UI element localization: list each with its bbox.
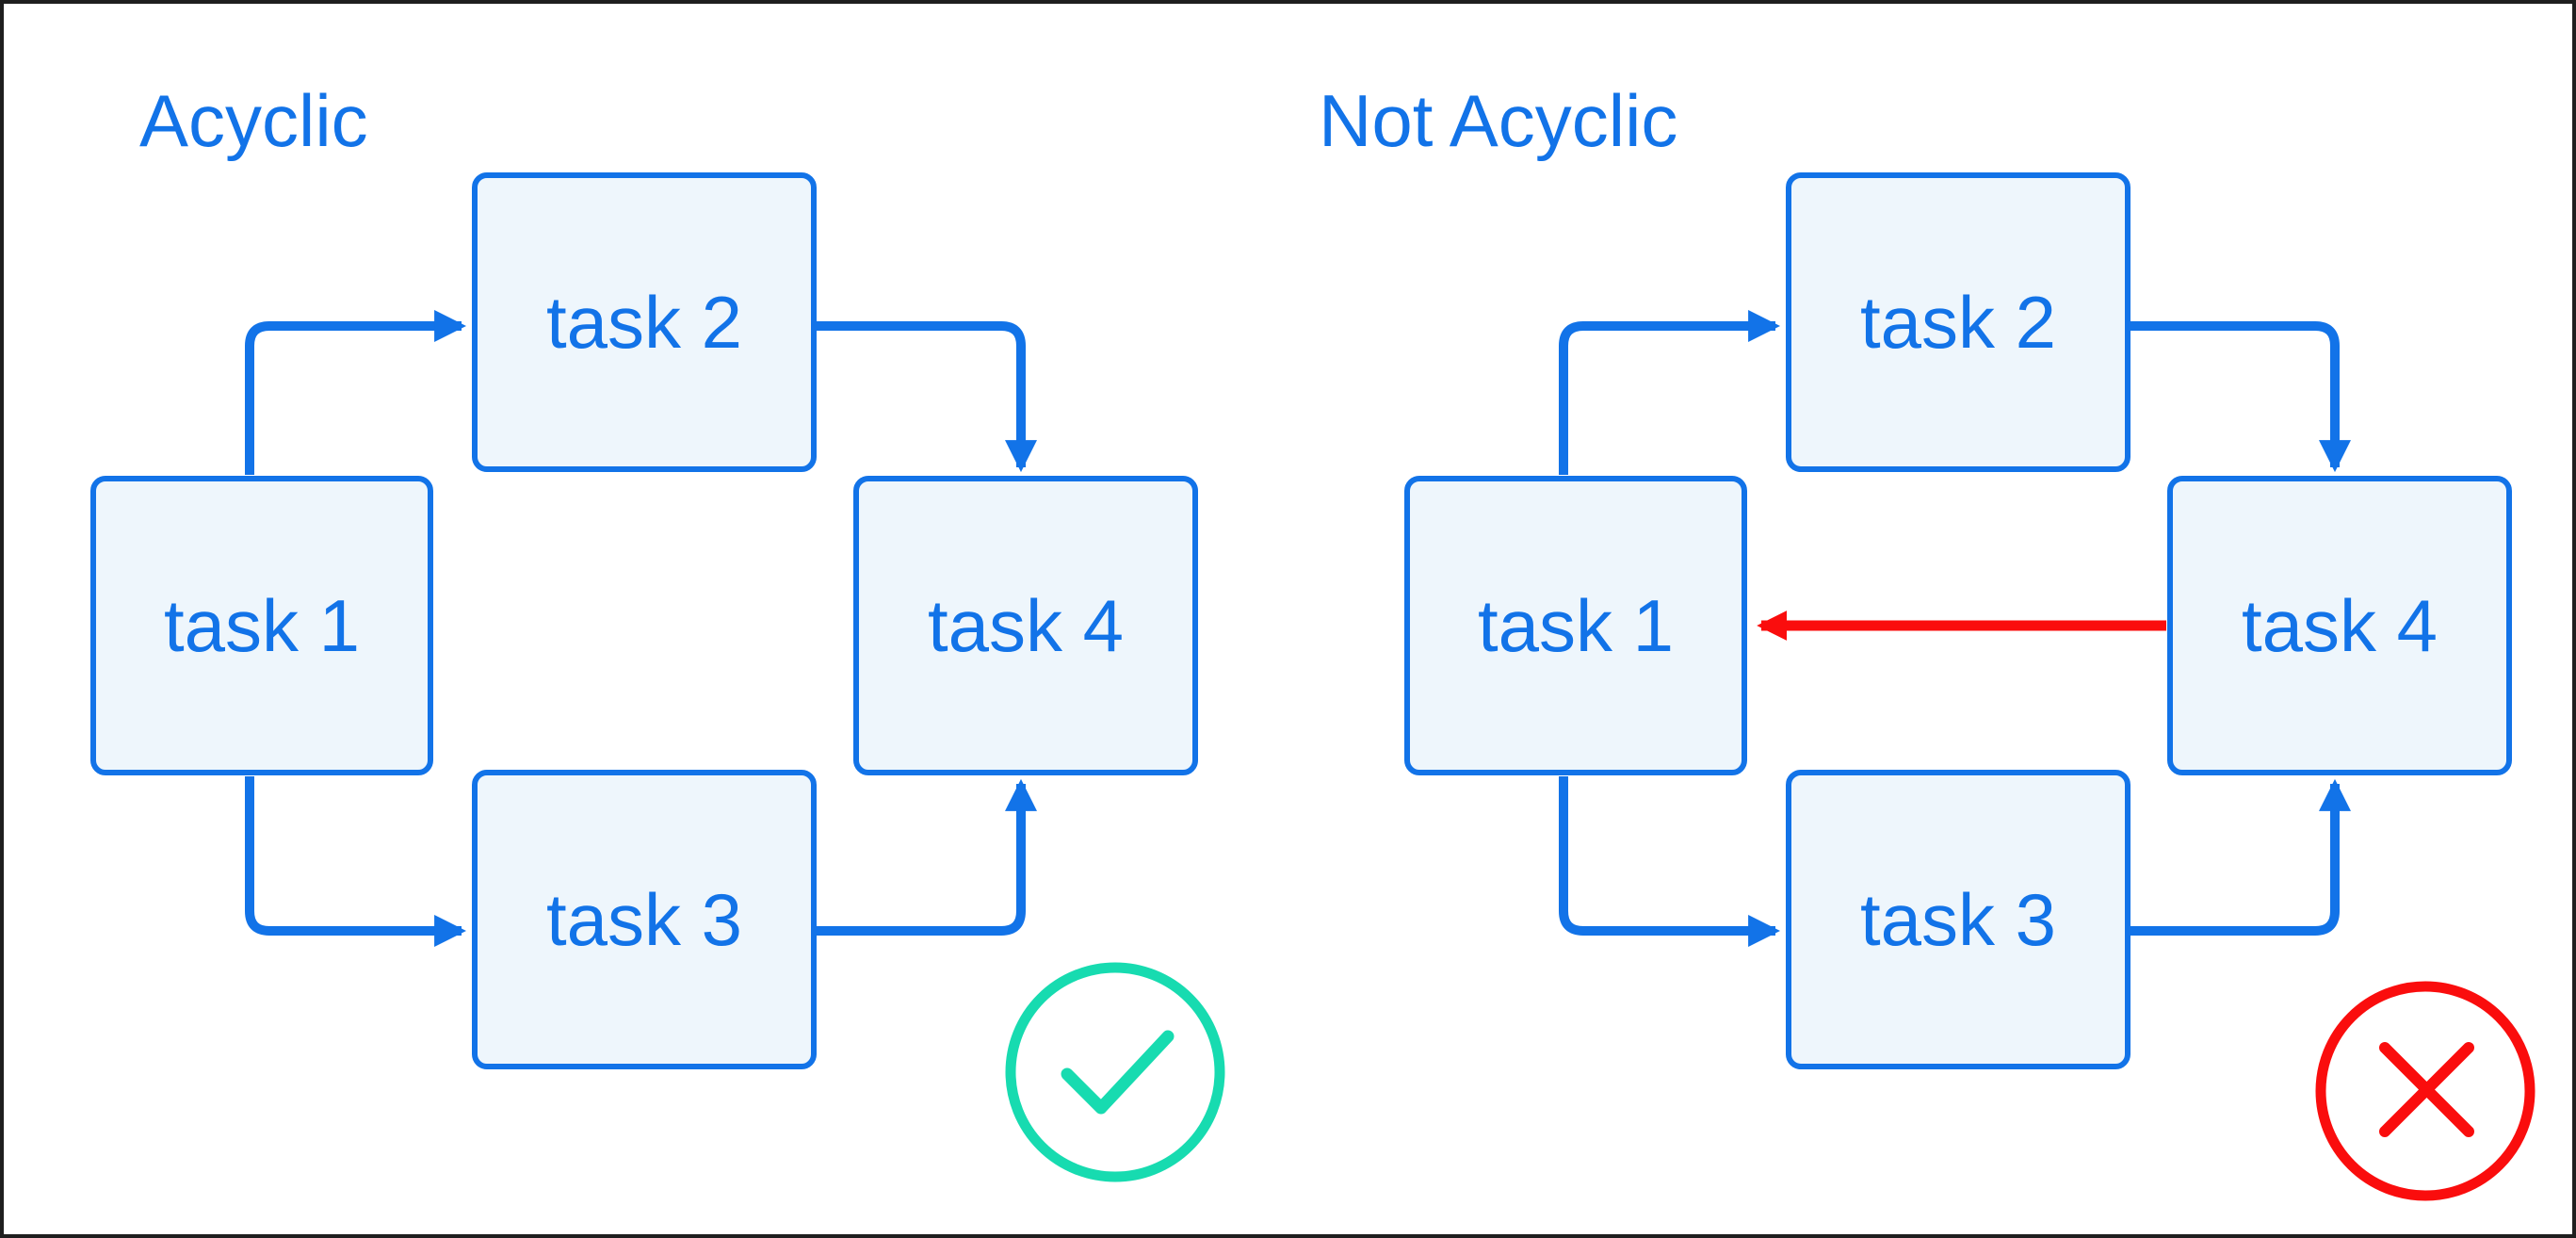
diagram-title-not-acyclic: Not Acyclic (1319, 79, 1678, 162)
node-task-3: task 3 (1786, 770, 2130, 1069)
node-task-1: task 1 (1404, 476, 1747, 775)
check-circle-icon (1005, 962, 1225, 1182)
x-mark (2379, 1042, 2474, 1137)
node-task-3: task 3 (472, 770, 817, 1069)
check-mark (1061, 1030, 1175, 1115)
node-label: task 1 (163, 583, 361, 667)
node-label: task 3 (1859, 877, 2057, 961)
diagram-title-acyclic: Acyclic (139, 79, 368, 162)
edge-task1-task3-arrow (245, 776, 467, 948)
node-task-2: task 2 (1786, 172, 2130, 472)
edge-task1-task2-arrow (245, 309, 467, 475)
node-task-4: task 4 (853, 476, 1198, 775)
check-circle-outline (1005, 962, 1225, 1182)
edge-task2-task4-arrow (816, 321, 1038, 473)
edge-task1-task3-arrow (1559, 776, 1781, 948)
node-label: task 2 (1859, 280, 2057, 364)
edge-task3-task4-arrow (2130, 778, 2352, 936)
edge-task3-task4-arrow (816, 778, 1038, 936)
node-label: task 2 (545, 280, 743, 364)
node-task-2: task 2 (472, 172, 817, 472)
node-label: task 1 (1477, 583, 1675, 667)
x-circle-outline (2315, 981, 2535, 1201)
node-label: task 3 (545, 877, 743, 961)
node-task-1: task 1 (90, 476, 433, 775)
x-mark (2379, 1042, 2474, 1137)
x-circle-icon (2315, 981, 2535, 1201)
node-task-4: task 4 (2167, 476, 2512, 775)
node-label: task 4 (2241, 583, 2438, 667)
edge-task2-task4-arrow (2130, 321, 2352, 473)
node-label: task 4 (927, 583, 1125, 667)
edge-task1-task2-arrow (1559, 309, 1781, 475)
